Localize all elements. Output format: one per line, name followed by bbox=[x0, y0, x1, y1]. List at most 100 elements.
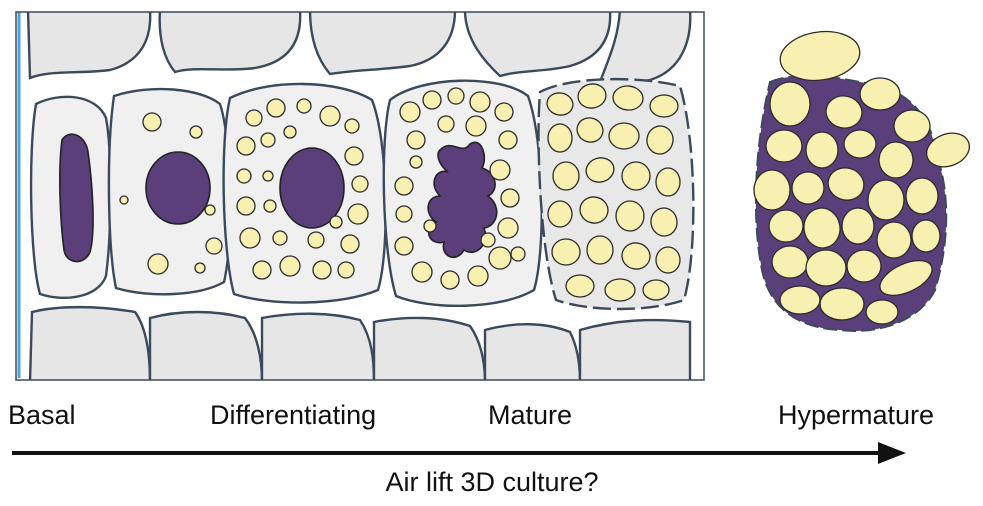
stage-label-mature: Mature bbox=[488, 400, 572, 430]
lipid-droplet bbox=[412, 262, 432, 282]
lipid-droplet bbox=[396, 206, 412, 222]
lipid-droplet bbox=[280, 256, 300, 276]
arrow-caption: Air lift 3D culture? bbox=[385, 467, 598, 497]
lipid-droplet bbox=[190, 126, 202, 138]
lipid-droplet bbox=[338, 262, 354, 278]
lipid-droplet bbox=[345, 119, 359, 133]
lipid-droplet bbox=[240, 228, 260, 248]
lipid-droplet bbox=[246, 110, 262, 126]
lipid-droplet bbox=[438, 116, 454, 132]
basal-cell bbox=[31, 97, 110, 298]
lipid-droplet bbox=[780, 286, 820, 314]
lipid-droplet bbox=[448, 88, 464, 104]
tissue-section bbox=[16, 10, 704, 382]
mature-cell bbox=[384, 81, 542, 306]
lipid-droplet bbox=[495, 103, 513, 121]
lipid-droplet bbox=[195, 263, 205, 273]
lipid-droplet bbox=[470, 92, 490, 112]
lipid-droplet bbox=[650, 95, 678, 117]
early-nucleus bbox=[146, 152, 210, 224]
lipid-droplet bbox=[330, 216, 342, 228]
hypermature-cluster bbox=[754, 27, 974, 331]
lipid-droplet bbox=[410, 156, 422, 168]
lipid-droplet bbox=[297, 99, 311, 113]
lipid-droplet bbox=[820, 288, 864, 320]
lipid-droplet bbox=[263, 171, 273, 181]
lipid-droplet bbox=[273, 231, 287, 245]
lipid-droplet bbox=[424, 220, 436, 232]
lipid-droplet bbox=[656, 247, 680, 273]
lipid-droplet bbox=[877, 222, 911, 258]
lipid-droplet bbox=[912, 220, 940, 252]
lipid-droplet bbox=[481, 233, 495, 247]
lipid-droplet bbox=[423, 91, 441, 109]
lipid-droplet bbox=[498, 218, 518, 238]
lipid-droplet bbox=[587, 236, 613, 264]
lipid-droplet bbox=[552, 239, 580, 265]
lipid-droplet bbox=[120, 196, 128, 204]
lipid-droplet bbox=[643, 280, 669, 300]
lipid-droplet bbox=[148, 254, 168, 274]
lipid-droplet bbox=[348, 204, 368, 224]
lipid-droplet bbox=[894, 110, 930, 142]
lipid-droplet bbox=[284, 126, 296, 138]
lipid-droplet bbox=[468, 266, 488, 286]
lipid-droplet bbox=[466, 116, 486, 136]
lipid-droplet bbox=[341, 235, 359, 253]
lipid-droplet bbox=[616, 201, 644, 231]
lipid-droplet bbox=[844, 130, 876, 158]
lipid-droplet bbox=[237, 197, 255, 215]
lipid-droplet bbox=[395, 237, 413, 255]
lipid-droplet bbox=[237, 169, 251, 183]
lipid-droplet bbox=[806, 132, 838, 168]
lipid-droplet bbox=[770, 82, 810, 126]
lipid-droplet bbox=[441, 271, 459, 289]
lipid-droplet bbox=[868, 180, 904, 220]
stage-label-differentiating: Differentiating bbox=[210, 400, 376, 430]
lipid-droplet bbox=[264, 200, 276, 212]
lipid-droplet bbox=[345, 147, 363, 165]
lipid-droplet bbox=[548, 201, 572, 227]
lipid-droplet bbox=[313, 261, 331, 279]
lipid-droplet bbox=[860, 78, 900, 110]
rupturing-cell bbox=[539, 79, 694, 309]
lipid-droplet bbox=[847, 250, 881, 282]
differentiating-cell bbox=[224, 84, 386, 303]
lipid-droplet bbox=[754, 170, 790, 210]
lipid-droplet bbox=[253, 261, 271, 279]
basal-nucleus bbox=[60, 134, 93, 261]
lipid-droplet bbox=[206, 238, 222, 254]
lipid-droplet bbox=[490, 160, 510, 180]
lipid-droplet bbox=[769, 210, 803, 242]
lipid-droplet bbox=[143, 113, 161, 131]
lipid-droplet bbox=[352, 176, 368, 192]
lipid-droplet bbox=[489, 247, 511, 269]
lipid-droplet bbox=[792, 172, 824, 204]
lipid-droplet bbox=[866, 300, 898, 324]
lipid-droplet bbox=[609, 123, 639, 149]
lipid-droplet bbox=[553, 162, 579, 190]
lipid-droplet bbox=[407, 131, 425, 149]
lipid-droplet bbox=[320, 106, 340, 126]
lipid-droplet bbox=[548, 124, 572, 152]
lipid-droplet bbox=[806, 250, 846, 286]
lipid-droplet bbox=[205, 205, 215, 215]
lipid-droplet bbox=[261, 133, 275, 147]
lipid-droplet bbox=[511, 247, 525, 261]
lipid-droplet bbox=[395, 177, 413, 195]
lipid-droplet bbox=[308, 232, 324, 248]
lipid-droplet bbox=[267, 99, 285, 117]
early-differentiating-cell bbox=[109, 89, 230, 294]
lipid-droplet bbox=[499, 131, 517, 149]
lipid-droplet bbox=[622, 162, 650, 190]
lipid-droplet bbox=[766, 130, 802, 162]
stage-label-hypermature: Hypermature bbox=[778, 400, 934, 430]
lipid-droplet bbox=[842, 208, 874, 244]
progression-arrow bbox=[12, 442, 906, 464]
lipid-droplet bbox=[237, 137, 255, 155]
lipid-droplet bbox=[879, 142, 913, 178]
lipid-droplet bbox=[772, 246, 808, 278]
lipid-droplet bbox=[400, 102, 420, 122]
